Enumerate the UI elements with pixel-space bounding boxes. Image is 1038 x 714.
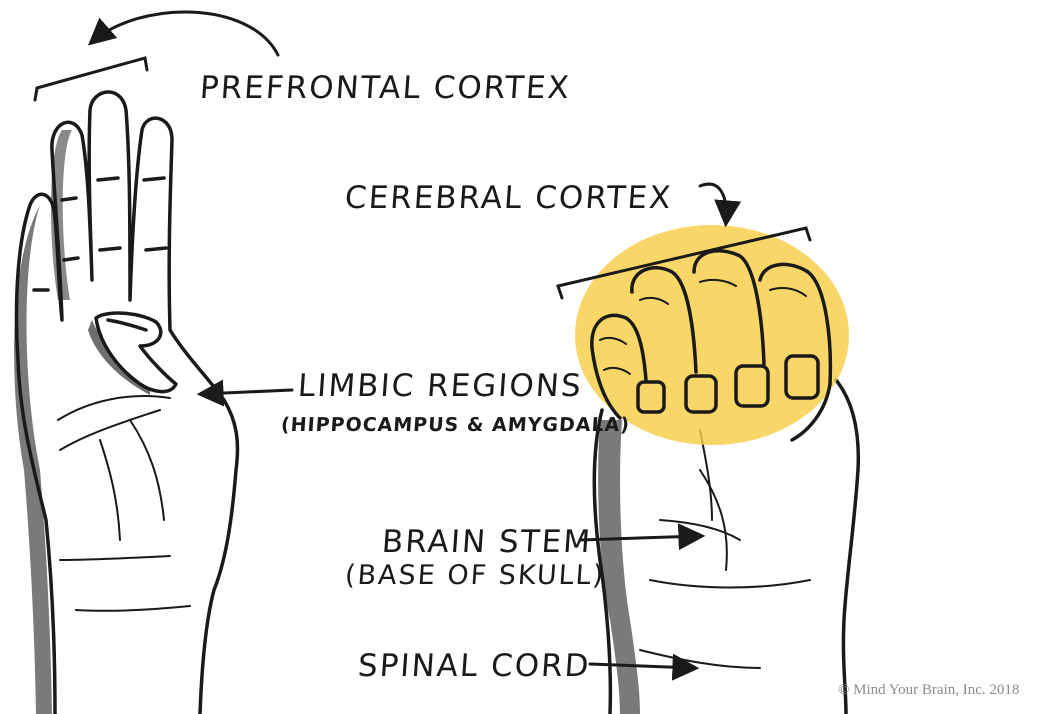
label-cerebral-cortex: CEREBRAL CORTEX	[344, 180, 674, 216]
label-limbic-detail: (HIPPOCAMPUS & AMYGDALA)	[280, 414, 631, 436]
label-limbic-regions: LIMBIC REGIONS	[297, 368, 584, 404]
copyright-notice: © Mind Your Brain, Inc. 2018	[838, 682, 1019, 699]
label-brain-stem: BRAIN STEM	[381, 524, 593, 560]
label-prefrontal-cortex: PREFRONTAL CORTEX	[199, 70, 572, 106]
open-hand	[14, 92, 237, 714]
open-hand-outline	[17, 92, 238, 714]
label-brain-stem-detail: (BASE OF SKULL)	[344, 560, 606, 591]
open-hand-thumb	[96, 313, 176, 392]
label-spinal-cord: SPINAL CORD	[357, 648, 592, 684]
spinal-cord-arrow	[590, 664, 694, 668]
